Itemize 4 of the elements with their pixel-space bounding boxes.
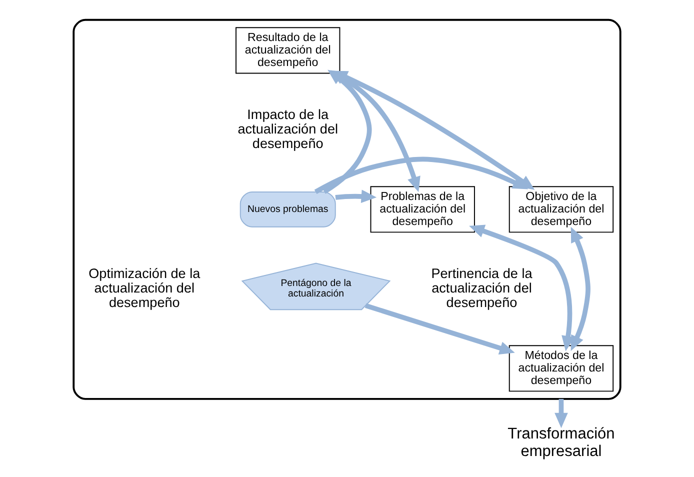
label: Optimización de la actualización del desempeño [88,266,200,310]
label: Pertinencia de la actualización del desempeño [431,266,532,310]
label: Impacto de la actualización del desempeño [238,106,338,152]
node-text: Transformación empresarial [508,425,615,460]
